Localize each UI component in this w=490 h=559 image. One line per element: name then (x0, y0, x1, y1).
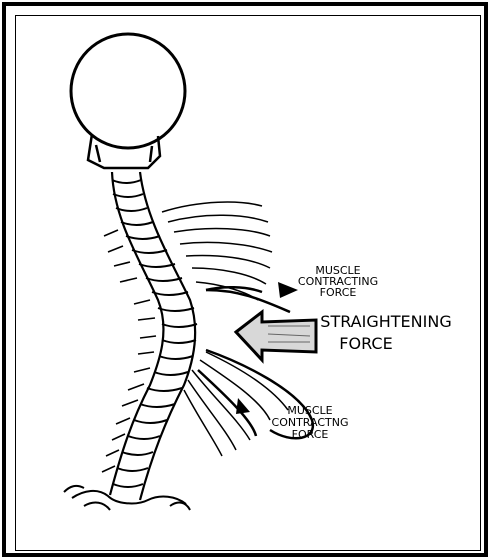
straightening-label-line2: FORCE (339, 334, 392, 353)
pelvis-base (64, 486, 190, 510)
straightening-label-line1: STRAIGHTENING (320, 312, 451, 331)
muscle-arrow-top (206, 287, 290, 312)
muscle-label-top-line3: FORCE (320, 286, 357, 299)
muscle-arrowhead-top (278, 282, 298, 298)
muscle-arrowhead-bottom (236, 398, 250, 414)
head-circle (71, 34, 185, 148)
straightening-arrow (236, 312, 316, 360)
muscle-label-bottom-line3: FORCE (292, 428, 329, 441)
